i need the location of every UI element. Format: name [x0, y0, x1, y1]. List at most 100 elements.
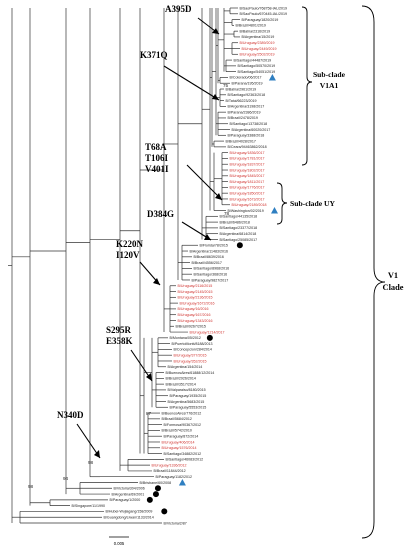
mutation-label-a395d: A395D	[165, 4, 192, 14]
mutation-label-i120v: I120V	[116, 250, 140, 260]
leaf-label: B/Brazil/2478/2019	[228, 116, 258, 120]
leaf-label: B/Uruguay/2136/2015	[178, 296, 213, 300]
leaf-label: B/Uruguay/2145/2015	[178, 290, 213, 294]
mutation-arrowhead-k371q	[212, 94, 219, 100]
leaf-label: B/Bahia/2961/2019	[226, 87, 257, 91]
leaf-label: B/Uruguay/2449/2019	[242, 47, 277, 51]
leaf-label: B/Paraguay/1/2000	[110, 498, 141, 502]
leaf-label: B/Uruguay/16/2016	[178, 307, 209, 311]
leaf-label: B/Santiago/13738/2018	[230, 122, 268, 126]
leaf-label: B/Uruguay/2502/2019	[240, 53, 275, 57]
leaf-label: B/PuertoMontt/8188/2013	[172, 342, 213, 346]
leaf-label: B/Brazil/8639/2016	[194, 255, 224, 259]
leaf-label: B/Argentina/5683/2015	[168, 400, 205, 404]
vaccine-circle-marker	[161, 508, 168, 515]
leaf-label: B/Uruguay/2116/2015	[178, 284, 213, 288]
leaf-label: B/Argentina/3198/2017	[228, 105, 265, 109]
leaf-label: B/Uruguay/1343/2016	[178, 319, 213, 323]
mutation-annotations: A395D K371Q T68A T106I V401I D384G K220N…	[57, 4, 223, 459]
leaf-label: B/Bahia/2316/2019	[240, 29, 271, 33]
mutation-label-k220n: K220N	[116, 239, 144, 249]
leaf-label: B/Brazil/9267/2015	[176, 325, 206, 329]
leaf-label: B/Uruguay/1776/2017	[230, 186, 265, 190]
leaf-label: B/Parana/2386/2019	[228, 110, 261, 114]
vaccine-circle-marker	[154, 485, 161, 492]
sub-clade-uy-label: Sub-clade UY	[290, 199, 335, 208]
leaf-label: B/Argentina/69/2001	[112, 492, 145, 496]
mutation-arrowhead-d384g	[204, 234, 211, 240]
leaf-label: B/Uruguay/167/2016	[178, 313, 211, 317]
leaf-label: B/Guangdong/Liwan/1133/2014	[104, 516, 154, 520]
leaf-label: B/Uruguay/2189/2018	[232, 203, 267, 207]
sub-clade-uy-bracket	[276, 182, 288, 225]
tree-leaves: B/SaoPaulo/768758-IAL/2019B/SaoPaulo/670…	[72, 6, 288, 525]
reference-triangle-marker	[271, 207, 278, 214]
mutation-label-k371q: K371Q	[140, 50, 168, 60]
leaf-label: B/Singapore/11/1990	[72, 504, 106, 508]
leaf-label: B/Brazil/5742/2010	[162, 429, 192, 433]
leaf-label: B/Uruguay/1837/2017	[230, 163, 265, 167]
leaf-label: B/Brazil/4028/2017	[226, 139, 256, 143]
vaccine-circle-marker	[152, 491, 159, 498]
leaf-label: B/Santiago/368/2016	[194, 272, 228, 276]
leaf-label: B/Victoria/304/2006	[114, 487, 145, 491]
leaf-label: B/Argentina/6814/2018	[220, 232, 257, 236]
leaf-label: B/Uruguay/2389/2019	[240, 41, 275, 45]
mutation-arrowhead-k220n	[153, 278, 160, 285]
leaf-label: B/Uruguay/1672/2016	[180, 301, 215, 305]
support-value-n340d: 98	[88, 460, 94, 465]
leaf-label: B/Brazil/2926/2014	[166, 377, 196, 381]
sub-clade-v1a1-label-line2: V1A1	[320, 81, 339, 90]
vaccine-circle-marker	[206, 334, 213, 341]
support-value-victoria: 94	[63, 476, 69, 481]
mutation-arrowhead-n340d	[94, 450, 100, 458]
leaf-label: B/Uruguay/1214/2017	[190, 330, 225, 334]
leaf-label: B/Uruguay/1836/2017	[230, 151, 265, 155]
leaf-label: B/BuenosAires/61888/12/2014	[166, 371, 215, 375]
leaf-label: B/Uruguay/1850/2017	[230, 191, 265, 195]
leaf-label: B/Brazil/6486/2018	[220, 220, 250, 224]
leaf-label: B/Uruguay/377/2015	[174, 353, 207, 357]
leaf-label: B/Washington/02/2019	[228, 209, 264, 213]
reference-triangle-marker	[178, 478, 186, 486]
leaf-label: B/Santiago/50570/2019	[238, 64, 276, 68]
leaf-label: B/Paraguay/5553/2015	[170, 406, 207, 410]
vaccine-circle-marker	[146, 496, 153, 503]
leaf-label: B/SaoPaulo/670445-IAL/2019	[240, 12, 288, 16]
leaf-label: B/Concepcion/284/2014	[174, 348, 212, 352]
tree-branches	[8, 7, 240, 524]
leaf-label: B/Brazil/4556/2017	[192, 261, 222, 265]
mutation-arrow-n340d	[76, 423, 101, 459]
leaf-label: B/Santiago/25085/2017	[220, 238, 258, 242]
leaf-label: B/Formosa/90367/2012	[164, 423, 202, 427]
leaf-label: B/Brazil/3517/2014	[166, 382, 196, 386]
leaf-label: B/Uruguay/352/2015	[174, 359, 207, 363]
leaf-label: B/Brazil/4801/2019	[236, 24, 266, 28]
clade-brackets: Sub-clade V1A1 Sub-clade UY V1 Clade	[276, 5, 404, 539]
scale-bar: 0.005	[109, 536, 129, 546]
mutation-arrowhead-t68a	[215, 193, 222, 200]
leaf-label: B/Uruguay/1336/2012	[152, 463, 187, 467]
mutation-label-e358k: E358K	[106, 336, 133, 346]
leaf-label: B/Paraguay/1820/2019	[242, 18, 279, 22]
mutation-arrow-k371q	[163, 65, 220, 101]
leaf-label: B/Uruguay/406/2014	[162, 440, 195, 444]
reference-triangle-marker	[268, 73, 276, 81]
leaf-label: B/Santiago/46083/2012	[166, 458, 204, 462]
leaf-label: B/Santiago/34882/2012	[164, 452, 202, 456]
leaf-label: B/Valparaiso/8180/2015	[168, 388, 206, 392]
mutation-label-t106i: T106I	[145, 153, 169, 163]
leaf-label: B/Santiago/92363/2018	[228, 93, 266, 97]
leaf-label: B/BuenosAires/776/2012	[162, 411, 202, 415]
mutation-label-n340d: N340D	[57, 410, 84, 420]
leaf-label: B/Uruguay/1781/2017	[230, 157, 265, 161]
leaf-label: B/Paraguay/9827/2017	[192, 278, 229, 282]
reference-markers	[146, 73, 278, 515]
leaf-label: B/Uruguay/1576/2014	[162, 446, 197, 450]
mutation-arrowhead-s295r	[146, 373, 152, 381]
leaf-label: B/Santiago/44487/2019	[234, 58, 272, 62]
support-value-v1a1: 75	[223, 83, 229, 88]
leaf-label: B/Colorado/06/2017	[230, 76, 262, 80]
leaf-label: B/Paraguay/1935/2015	[170, 394, 207, 398]
